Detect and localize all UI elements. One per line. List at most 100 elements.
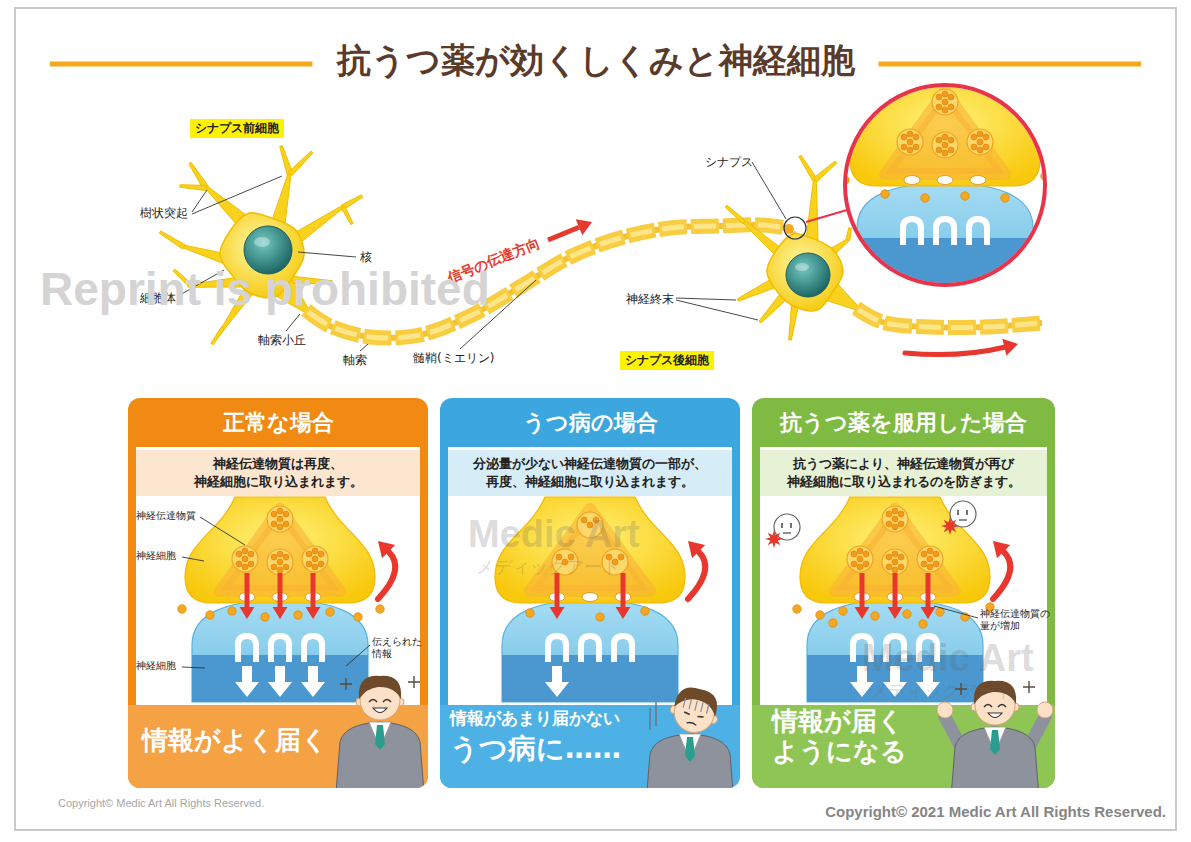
release-arrow-shaft xyxy=(555,573,560,607)
mouth xyxy=(988,713,1002,718)
transmitter-dot xyxy=(913,134,919,140)
person-figure xyxy=(646,683,734,788)
postsynaptic-axon-myelin xyxy=(856,308,1042,328)
vesicle xyxy=(932,132,958,158)
result-text: 情報がよく届く xyxy=(142,726,328,756)
dendrite xyxy=(159,231,185,249)
title-rule xyxy=(50,62,313,67)
part-label: 神経細胞 xyxy=(136,660,176,672)
vesicle xyxy=(882,506,908,532)
vesicle xyxy=(302,546,328,572)
transmitter-dot xyxy=(283,554,289,560)
vesicle-membrane xyxy=(882,506,908,532)
transmitter-dot xyxy=(851,561,857,567)
release-arrow-shaft xyxy=(893,573,898,607)
dendrite xyxy=(180,185,206,191)
hair xyxy=(674,684,721,717)
reuptake-arrow-shaft xyxy=(378,552,395,599)
transmitter-dot xyxy=(857,556,863,562)
transmitter-dot xyxy=(318,551,324,557)
transmitter-dot xyxy=(857,564,863,570)
transmitter-dot xyxy=(907,147,913,153)
transmitter-dot xyxy=(942,91,948,97)
receptor xyxy=(304,636,322,662)
transmitter-dot xyxy=(921,551,927,557)
dendrite xyxy=(341,206,353,225)
leader-line xyxy=(192,176,282,214)
transmitter-dot xyxy=(948,147,954,153)
result-text: 情報が届く ようになる xyxy=(772,707,912,767)
necktie xyxy=(375,725,385,750)
receptor xyxy=(903,219,921,245)
nucleus xyxy=(786,253,830,297)
panel-fill xyxy=(128,398,428,788)
dendrite xyxy=(806,178,818,240)
panel-description: 神経伝達物質は再度、 神経細胞に取り込まれます。 xyxy=(136,450,420,496)
transmitter-dot xyxy=(903,610,911,618)
dendrite xyxy=(846,228,851,241)
transmitter-dot xyxy=(921,561,927,567)
transmitter-dot xyxy=(936,608,944,616)
diagram-title: 抗うつ薬が効くしくみと神経細胞 xyxy=(337,40,855,81)
transmitter-dot xyxy=(271,521,277,527)
case-panel: 抗うつ薬を服用した場合抗うつ薬により、神経伝達物質が再び 神経細胞に取り込まれる… xyxy=(752,398,1055,788)
transmitter-dot xyxy=(596,613,604,621)
leader-line xyxy=(752,162,786,219)
fist xyxy=(1037,702,1053,718)
transmitter-dot xyxy=(354,613,362,621)
eye xyxy=(998,705,1006,708)
transmitter-dot xyxy=(892,508,898,514)
transmitter-dot xyxy=(892,559,898,565)
transmitter-dot xyxy=(913,144,919,150)
transmitter-dot xyxy=(271,554,277,560)
drug-eye xyxy=(781,523,783,528)
transmitter-dot xyxy=(892,524,898,530)
postsynaptic-inner xyxy=(502,655,678,702)
transmitter-dot xyxy=(271,511,277,517)
transmitter-dot xyxy=(277,559,283,565)
illustration-ground xyxy=(136,447,420,705)
case-panel: うつ病の場合分泌量が少ない神経伝達物質の一部が、 再度、神経細胞に取り込まれます… xyxy=(440,398,740,788)
watermark: Medic Art xyxy=(468,512,640,558)
transmitter-dot xyxy=(919,620,927,628)
transmitter-dot xyxy=(863,551,869,557)
part-label: 樹状突起 xyxy=(140,206,188,220)
transmitter-dot xyxy=(983,134,989,140)
output-arrow-shaft xyxy=(905,347,1004,354)
panel-heading: 正常な場合 xyxy=(128,398,428,447)
transmitter-dot xyxy=(178,605,186,613)
release-arrow-head xyxy=(240,607,255,619)
receptor xyxy=(969,219,987,245)
transmitter-dot xyxy=(977,139,983,145)
transmitter-dot xyxy=(927,556,933,562)
reuptake-arrow-shaft xyxy=(993,552,1010,599)
result-text: 情報があまり届かない xyxy=(450,709,620,729)
watermark: Medic Art xyxy=(862,636,1034,682)
part-label: 伝えられた 情報 xyxy=(372,636,426,660)
vesicle-membrane xyxy=(882,549,908,575)
eye xyxy=(684,712,690,714)
hair xyxy=(359,676,401,699)
gloom-line xyxy=(701,702,703,712)
dendrite xyxy=(725,205,745,223)
neuron-illustration xyxy=(159,146,1042,356)
vesicle-membrane xyxy=(917,546,943,572)
case-panel-ground xyxy=(752,398,1055,788)
drug-mouth xyxy=(783,532,791,533)
eye xyxy=(369,700,377,703)
dendrite xyxy=(789,305,799,341)
sparkle xyxy=(408,676,420,688)
release-arrow-shaft xyxy=(926,573,931,607)
cell-tag-text: シナプス後細胞 xyxy=(625,352,709,369)
eye xyxy=(383,700,391,703)
receptor xyxy=(238,636,256,662)
transmitter-dot xyxy=(898,554,904,560)
block-splash xyxy=(941,517,959,535)
transmitter-dot xyxy=(898,511,904,517)
transmitter-dot xyxy=(898,564,904,570)
vesicle xyxy=(847,546,873,572)
dendrite xyxy=(271,172,291,226)
transmitter-dot xyxy=(933,561,939,567)
transmitter-dot xyxy=(948,137,954,143)
gloom-line xyxy=(650,702,656,730)
